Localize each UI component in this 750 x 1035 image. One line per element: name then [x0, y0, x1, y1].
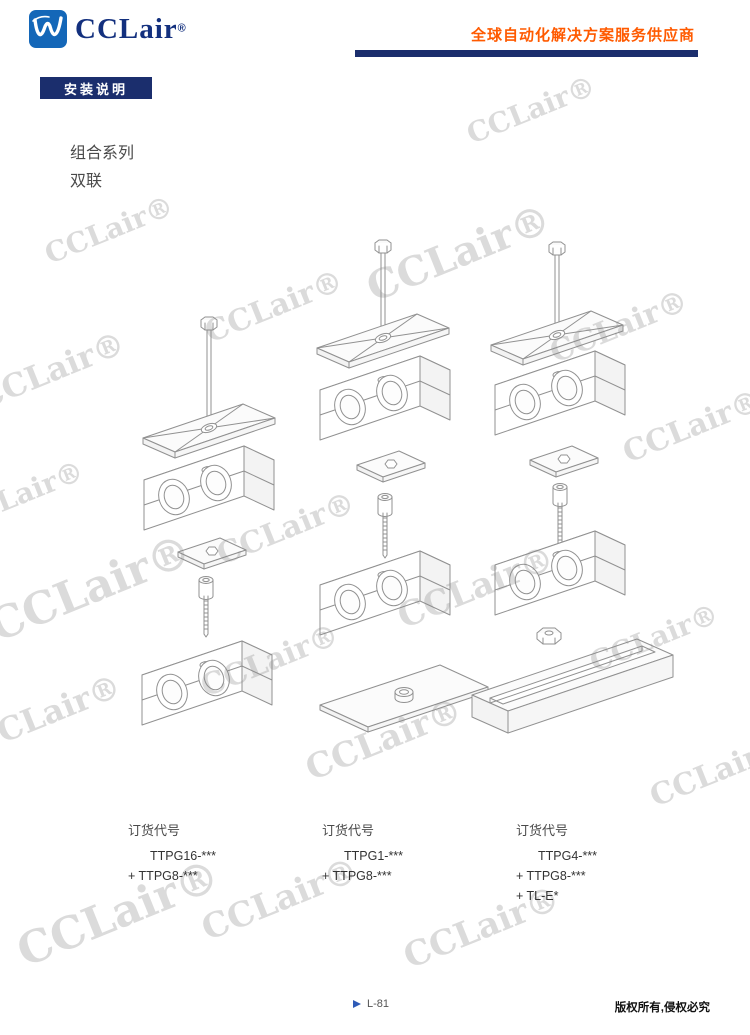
order-code: TTPG16-*** — [150, 849, 216, 863]
hex-bolt — [374, 239, 392, 338]
clamp-block-lower — [141, 640, 273, 726]
order-code: + TTPG8-*** — [128, 869, 198, 883]
clamp-block-lower — [319, 550, 451, 636]
header-slogan: 全球自动化解决方案服务供应商 — [470, 27, 695, 44]
page-marker-icon — [353, 1000, 361, 1008]
order-code: + TL-E* — [516, 889, 559, 903]
series-title: 组合系列 — [70, 145, 135, 162]
watermark: CCLair® — [0, 323, 131, 418]
cclair-logo-icon — [29, 10, 67, 48]
socket-screw — [198, 576, 214, 638]
watermark: CCLair® — [462, 69, 601, 151]
hex-bolt — [200, 316, 218, 430]
brand-logo: CCLair® — [28, 9, 186, 49]
weld-plate — [356, 450, 426, 483]
page-number: L-81 — [353, 998, 389, 1010]
clamp-block-lower — [494, 530, 626, 616]
cover-plate — [490, 310, 624, 366]
order-code: + TTPG8-*** — [516, 869, 586, 883]
socket-screw — [377, 493, 393, 559]
base-plate — [319, 664, 489, 733]
copyright-notice: 版权所有,侵权必究 — [614, 1002, 710, 1014]
brand-text: CCLair — [75, 13, 178, 45]
watermark: CCLair® — [0, 454, 89, 536]
weld-plate — [529, 445, 599, 478]
section-badge: 安装说明 — [40, 77, 152, 99]
order-block-3: 订货代号 TTPG4-*** + TTPG8-*** + TL-E* — [516, 820, 696, 906]
order-code: TTPG4-*** — [538, 849, 598, 863]
order-block-2: 订货代号 TTPG1-*** + TTPG8-*** — [322, 820, 502, 886]
clamp-block-upper — [494, 350, 626, 436]
page-title: 组合系列 双联 — [70, 140, 134, 196]
order-label: 订货代号 — [128, 823, 181, 838]
hex-bolt — [548, 241, 566, 337]
variant-title: 双联 — [70, 173, 103, 190]
cover-plate — [316, 313, 450, 369]
brand-registered-mark: ® — [177, 22, 186, 35]
clamp-block-upper — [319, 355, 451, 441]
exploded-view-assembly-3 — [471, 241, 674, 734]
hex-nut — [536, 627, 562, 645]
clamp-block-upper — [143, 445, 275, 531]
weld-plate — [177, 537, 247, 570]
socket-screw — [552, 483, 568, 547]
exploded-view-assembly-2 — [316, 239, 489, 733]
header-rule-bar — [355, 50, 698, 57]
order-label: 订货代号 — [516, 823, 569, 838]
page-number-text: L-81 — [367, 998, 390, 1010]
order-code: + TTPG8-*** — [322, 869, 392, 883]
brand-name: CCLair® — [75, 9, 186, 49]
order-label: 订货代号 — [322, 823, 375, 838]
cover-plate — [142, 403, 276, 459]
watermark: CCLair® — [0, 666, 127, 761]
mounting-rail — [471, 638, 674, 734]
exploded-view-assembly-1 — [141, 316, 276, 726]
order-block-1: 订货代号 TTPG16-*** + TTPG8-*** — [128, 820, 308, 886]
order-code: TTPG1-*** — [344, 849, 404, 863]
